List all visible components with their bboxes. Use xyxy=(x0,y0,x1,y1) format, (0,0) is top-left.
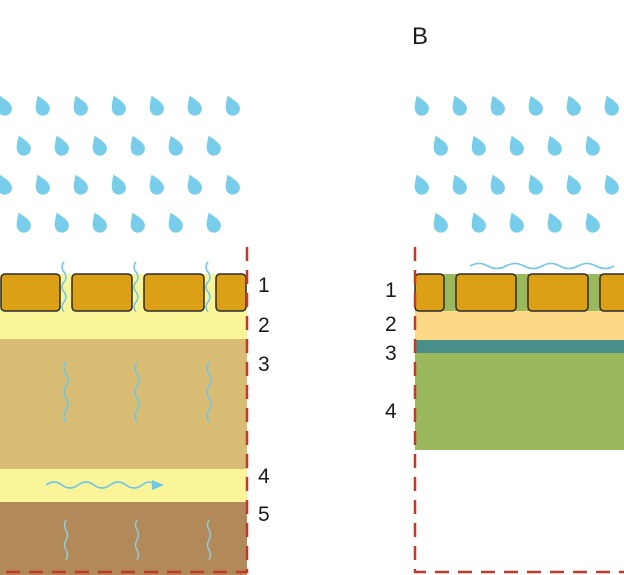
layer-a-base xyxy=(0,339,247,469)
lateral-flow-arrow xyxy=(45,480,164,490)
panel-b-title: B xyxy=(412,23,428,50)
rain-drop xyxy=(581,133,602,158)
rain-drop xyxy=(467,210,488,235)
pavers-a xyxy=(0,273,247,312)
rain-drop xyxy=(505,210,526,235)
rain-drop xyxy=(145,93,166,118)
rain-drop xyxy=(505,133,526,158)
base-infiltration-arrows xyxy=(63,361,212,423)
rain-drop xyxy=(524,93,545,118)
rainfall-a xyxy=(0,93,242,235)
rain-drop xyxy=(581,210,602,235)
paver xyxy=(215,273,247,312)
rain-drop xyxy=(410,93,431,118)
rain-drop xyxy=(448,172,469,197)
rain-drop xyxy=(164,133,185,158)
layer-b-bedding xyxy=(415,311,624,340)
rain-drop xyxy=(429,210,450,235)
rain-drop xyxy=(164,210,185,235)
rain-drop xyxy=(429,133,450,158)
rain-drop xyxy=(145,172,166,197)
rain-drop xyxy=(0,93,14,118)
layer-number-b-4: 4 xyxy=(385,400,397,423)
layer-a-bedding xyxy=(0,311,247,339)
rain-drop xyxy=(600,172,621,197)
rain-drop xyxy=(126,210,147,235)
rain-drop xyxy=(202,210,223,235)
rain-drop xyxy=(50,133,71,158)
layer-number-b-3: 3 xyxy=(385,342,397,365)
rain-drop xyxy=(543,210,564,235)
layer-a-subgrade xyxy=(0,502,247,575)
layer-a-sub-bedding xyxy=(0,469,247,502)
layer-number-b-2: 2 xyxy=(385,313,397,336)
layer-number-b-1: 1 xyxy=(385,279,397,302)
surface-water-line xyxy=(469,262,615,270)
rain-drop xyxy=(69,172,90,197)
rain-drop xyxy=(126,133,147,158)
rain-drop xyxy=(524,172,545,197)
rain-drop xyxy=(221,93,242,118)
rainfall-b xyxy=(410,93,621,235)
rain-drop xyxy=(543,133,564,158)
rain-drop xyxy=(0,172,14,197)
panel-a: 1 2 3 4 5 xyxy=(0,93,270,575)
layer-b-membrane xyxy=(415,340,624,353)
boundary-dash-a xyxy=(0,247,249,574)
rain-drop xyxy=(107,172,128,197)
rain-drop xyxy=(486,172,507,197)
joint-infiltration-arrows xyxy=(61,261,211,313)
paver xyxy=(455,273,517,312)
rain-drop xyxy=(31,93,52,118)
layer-number-a-5: 5 xyxy=(258,503,270,526)
rain-drop xyxy=(88,133,109,158)
rain-drop xyxy=(107,93,128,118)
panel-b: B 1 2 3 4 xyxy=(385,23,624,574)
rain-drop xyxy=(31,172,52,197)
rain-drop xyxy=(202,133,223,158)
layer-number-a-4: 4 xyxy=(258,465,270,488)
paver xyxy=(143,273,205,312)
paver xyxy=(527,273,589,312)
paver xyxy=(599,273,624,312)
rain-drop xyxy=(12,133,33,158)
layer-b-green-base xyxy=(415,353,624,450)
paver xyxy=(0,273,61,312)
rain-drop xyxy=(50,210,71,235)
subgrade-infiltration-arrows xyxy=(63,519,212,561)
rain-drop xyxy=(562,172,583,197)
rain-drop xyxy=(183,93,204,118)
rain-drop xyxy=(12,210,33,235)
rain-drop xyxy=(467,133,488,158)
layer-number-a-3: 3 xyxy=(258,353,270,376)
rain-drop xyxy=(221,172,242,197)
boundary-dash-b xyxy=(413,247,624,574)
layer-number-a-1: 1 xyxy=(258,274,270,297)
rain-drop xyxy=(562,93,583,118)
rain-drop xyxy=(69,93,90,118)
rain-drop xyxy=(600,93,621,118)
rain-drop xyxy=(486,93,507,118)
layer-number-a-2: 2 xyxy=(258,314,270,337)
paver xyxy=(71,273,133,312)
paver xyxy=(414,273,445,312)
rain-drop xyxy=(88,210,109,235)
rain-drop xyxy=(410,172,431,197)
layer-b-paver-joint-fill xyxy=(415,274,624,311)
rain-drop xyxy=(448,93,469,118)
pavers-b xyxy=(414,273,624,312)
rain-drop xyxy=(183,172,204,197)
